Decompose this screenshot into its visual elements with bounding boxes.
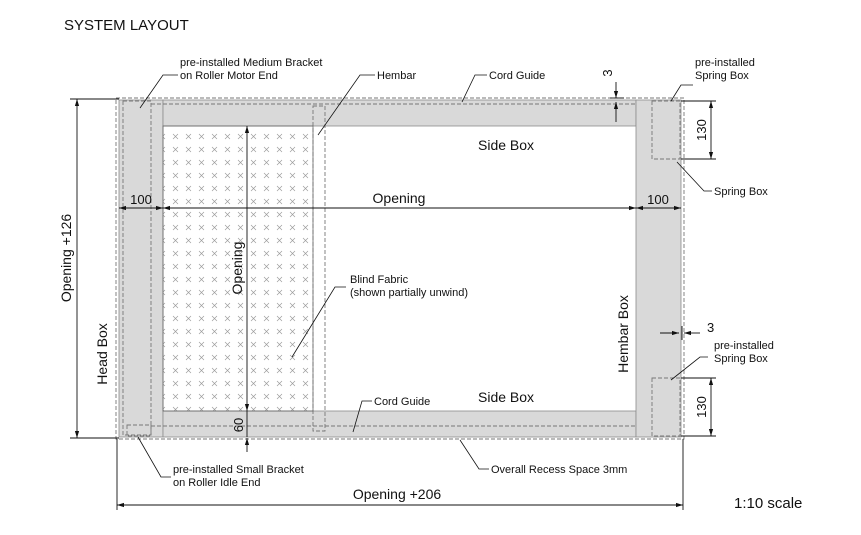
opening-206-label: Opening +206 — [353, 486, 442, 502]
leader-blind-fabric — [291, 286, 346, 358]
cord-guide-top-label: Cord Guide — [489, 70, 545, 82]
leader-spring-box — [676, 161, 712, 192]
head-box — [118, 99, 164, 438]
hembar-label: Hembar — [377, 70, 416, 82]
blind-fabric — [162, 125, 314, 412]
opening-126-label: Opening +126 — [58, 214, 74, 303]
left-100-label: 100 — [130, 192, 152, 207]
hembar-box — [635, 99, 682, 438]
gap-top-label: 3 — [600, 69, 615, 76]
medium-bracket-outline — [122, 100, 152, 436]
blind-fabric-label-2: (shown partially unwind) — [350, 287, 468, 299]
leader-spring-box-top — [670, 84, 693, 102]
side-box-bottom-label: Side Box — [478, 389, 534, 405]
small-bracket-label-2: on Roller Idle End — [173, 477, 260, 489]
head-box-label: Head Box — [94, 323, 110, 384]
medium-bracket-label-1: pre-installed Medium Bracket — [180, 57, 322, 69]
hembar-box-label: Hembar Box — [615, 295, 631, 373]
spring-box-bottom-label-1: pre-installed — [714, 340, 774, 352]
leader-spring-box-bottom — [670, 356, 708, 381]
spring-box-top-outline — [651, 100, 681, 160]
leader-recess-space — [459, 439, 489, 470]
small-bracket-outline — [126, 424, 152, 437]
spring-bottom-label: 130 — [694, 396, 709, 418]
spring-box-top-label-1: pre-installed — [695, 57, 755, 69]
diagram-title: SYSTEM LAYOUT — [64, 17, 189, 34]
cord-guide-bottom-label: Cord Guide — [374, 396, 430, 408]
leader-medium-bracket — [139, 74, 178, 109]
recess-space-label: Overall Recess Space 3mm — [491, 464, 627, 476]
spring-box-bottom-outline — [651, 377, 681, 437]
scale-label: 1:10 scale — [734, 495, 802, 512]
leader-hembar — [317, 74, 375, 136]
leader-small-bracket — [137, 436, 171, 478]
spring-box-top-label-2: Spring Box — [695, 70, 749, 82]
side-box-bottom — [162, 410, 637, 438]
gap-right-label: 3 — [707, 320, 714, 335]
opening-horizontal-label: Opening — [373, 190, 426, 206]
opening-vertical-label: Opening — [229, 242, 245, 295]
blind-fabric-label-1: Blind Fabric — [350, 274, 409, 286]
leader-cord-guide-bottom — [352, 400, 372, 433]
small-bracket-label-1: pre-installed Small Bracket — [173, 464, 304, 476]
spring-top-label: 130 — [694, 119, 709, 141]
leader-cord-guide-top — [461, 74, 487, 103]
spring-box-label: Spring Box — [714, 186, 768, 198]
spring-box-bottom-label-2: Spring Box — [714, 353, 768, 365]
overall-recess-outline — [115, 97, 685, 440]
side-box-top-label: Side Box — [478, 137, 534, 153]
hembar-outline — [312, 105, 326, 432]
right-100-label: 100 — [647, 192, 669, 207]
medium-bracket-label-2: on Roller Motor End — [180, 70, 278, 82]
bottom-60-label: 60 — [231, 418, 246, 432]
